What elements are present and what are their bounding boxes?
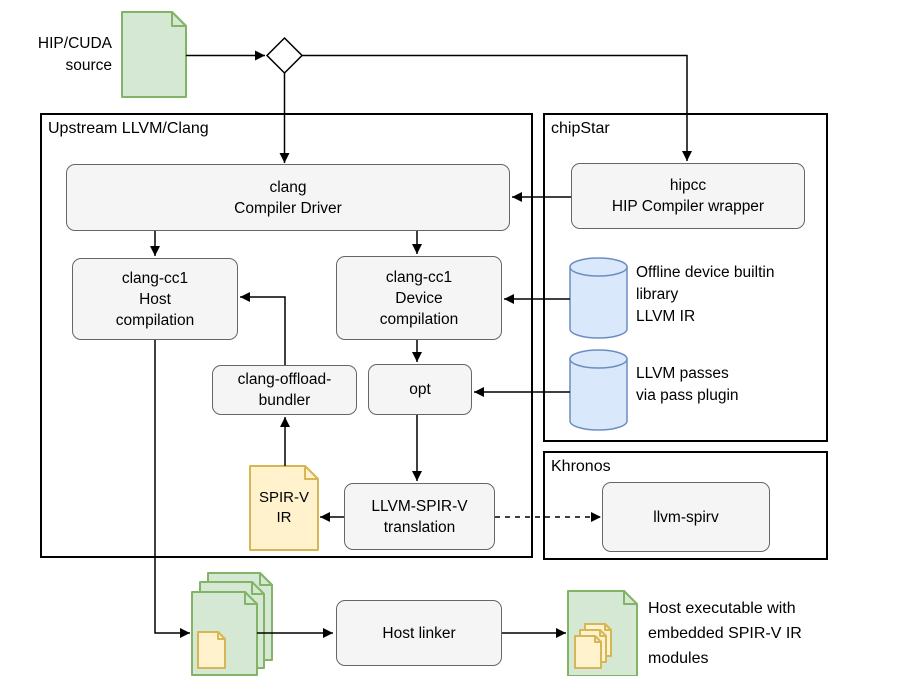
label-host-executable: Host executable with embedded SPIR-V IR … (648, 600, 802, 667)
label-spirv-ir: SPIR-V IR (258, 489, 309, 526)
label-builtin-library: Offline device builtin library LLVM IR (636, 264, 775, 325)
node-clang-compiler-driver: clang Compiler Driver (66, 164, 510, 231)
node-llvm-spirv-translation: LLVM-SPIR-V translation (344, 483, 495, 550)
node-clang-cc1-device: clang-cc1 Device compilation (336, 256, 502, 340)
embedded-spirv-small-document-icon (197, 631, 226, 669)
group-label-chipstar: chipStar (551, 120, 610, 137)
junction-diamond-icon (265, 36, 304, 75)
object-files-stack-icon (191, 572, 273, 676)
label-hip-cuda-source: HIP/CUDA source (37, 35, 112, 74)
group-upstream-llvm-clang (40, 113, 533, 558)
node-clang-offload-bundler: clang-offload- bundler (212, 365, 357, 415)
node-clang-cc1-host: clang-cc1 Host compilation (72, 258, 238, 340)
node-host-linker: Host linker (336, 600, 502, 666)
host-executable-document-icon (567, 590, 638, 676)
node-opt: opt (368, 364, 472, 415)
node-hipcc-wrapper: hipcc HIP Compiler wrapper (571, 163, 805, 229)
group-khronos (543, 451, 828, 560)
group-label-khronos: Khronos (551, 458, 611, 475)
embedded-spirv-modules-stack-icon (574, 623, 612, 669)
label-llvm-passes: LLVM passes via pass plugin (636, 365, 739, 404)
group-label-upstream: Upstream LLVM/Clang (48, 120, 209, 137)
hip-source-document-icon (121, 11, 187, 98)
node-llvm-spirv: llvm-spirv (602, 482, 770, 552)
